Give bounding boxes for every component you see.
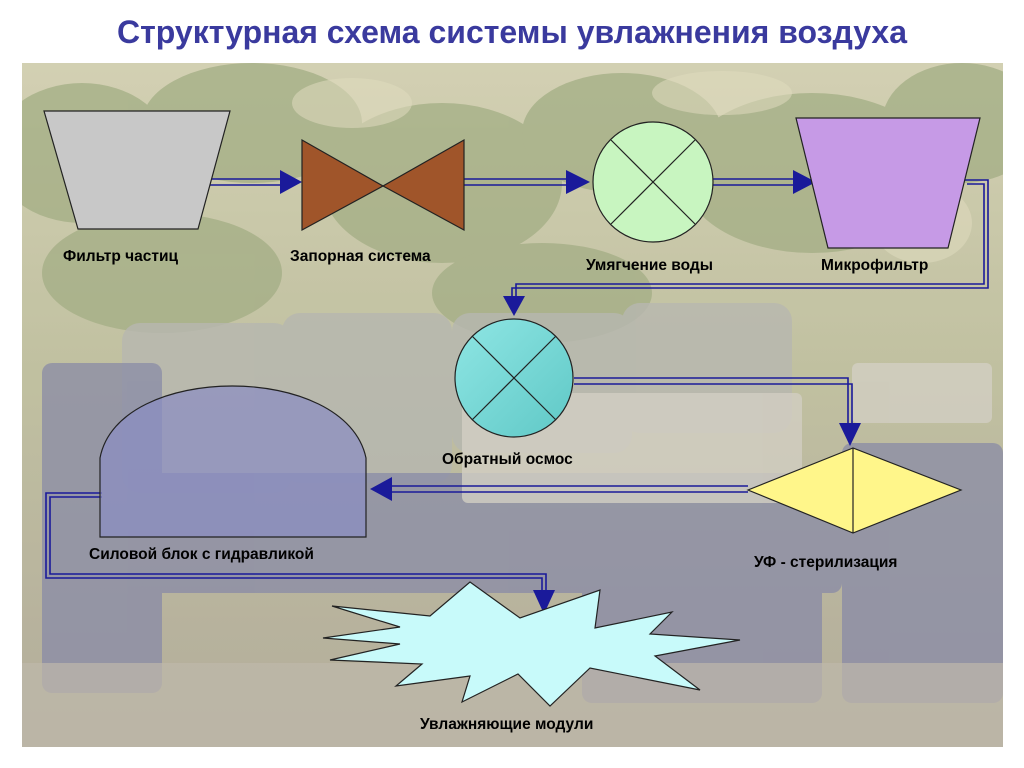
humidifier-modules-shape <box>322 581 741 707</box>
connector-lines <box>45 178 989 592</box>
power-unit-shape <box>99 385 367 538</box>
microfilter-shape <box>795 117 981 249</box>
osmosis-shape <box>454 318 574 438</box>
power-unit-label: Силовой блок с гидравликой <box>89 546 314 563</box>
softener-shape <box>592 121 714 243</box>
particle-filter-label: Фильтр частиц <box>63 248 179 265</box>
slide-title: Структурная схема системы увлажнения воз… <box>117 14 907 50</box>
particle-filter-shape <box>43 110 231 230</box>
shutoff-valve-shape-right <box>381 138 465 232</box>
humidifier-modules-label: Увлажняющие модули <box>420 716 594 733</box>
shutoff-label: Запорная система <box>290 248 431 265</box>
connector-arrowheads <box>280 170 861 614</box>
osmosis-label: Обратный осмос <box>442 451 573 468</box>
uv-label: УФ - стерилизация <box>754 554 898 571</box>
microfilter-label: Микрофильтр <box>821 257 929 274</box>
uv-sterilizer-shape <box>746 447 963 534</box>
softener-label: Умягчение воды <box>586 257 713 274</box>
shutoff-valve-shape <box>301 138 385 232</box>
